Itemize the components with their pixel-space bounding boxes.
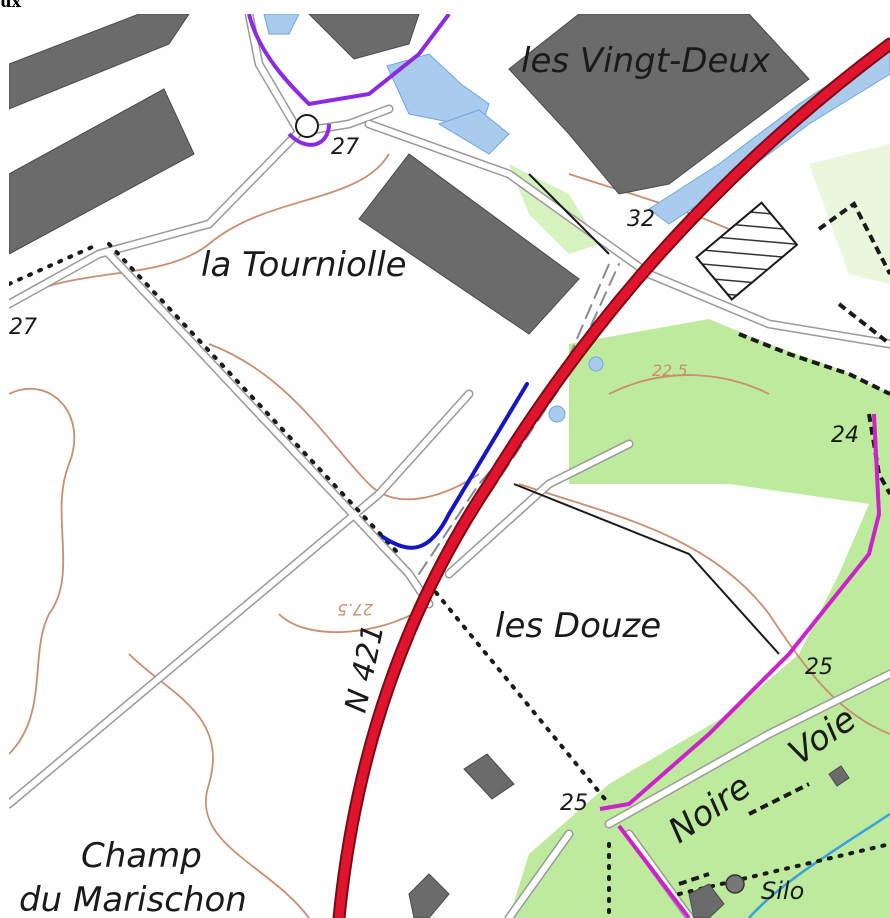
stream xyxy=(748,812,890,918)
water-basin xyxy=(263,14,300,35)
building-outline xyxy=(837,302,890,346)
elevation-label: 25 xyxy=(560,791,588,816)
place-label-marischon: du Marischon xyxy=(19,880,247,918)
contour-line xyxy=(518,483,890,735)
contour-line xyxy=(9,387,76,755)
place-label-douze: les Douze xyxy=(495,606,661,646)
blue-trace xyxy=(381,382,529,550)
cemetery-icon xyxy=(695,201,799,301)
pond xyxy=(548,405,566,423)
contour-label: 27.5 xyxy=(337,600,373,619)
elevation-label: 27 xyxy=(331,135,359,160)
page-title: ux xyxy=(0,0,22,11)
magenta-route xyxy=(599,413,882,811)
contour-label: 22.5 xyxy=(652,361,688,380)
footpath xyxy=(677,842,890,896)
pond xyxy=(588,356,604,372)
building xyxy=(308,14,420,60)
footpath xyxy=(107,242,401,556)
building xyxy=(828,765,850,787)
boundary-line xyxy=(513,483,780,655)
building-outline xyxy=(817,201,890,275)
contour-line xyxy=(128,653,310,918)
elevation-label: 24 xyxy=(831,423,859,448)
elevation-label: 25 xyxy=(805,655,833,680)
boundary-line xyxy=(528,173,610,255)
contour-line xyxy=(608,374,770,395)
place-label-champ: Champ xyxy=(81,836,202,876)
silo-icon xyxy=(725,874,745,894)
roundabout-icon xyxy=(295,114,319,138)
topographic-map[interactable]: les Vingt-Deux la Tourniolle les Douze C… xyxy=(9,14,890,918)
building xyxy=(508,14,810,195)
purple-route xyxy=(247,14,451,107)
forest-area-east xyxy=(509,319,890,918)
building-outline xyxy=(738,332,890,396)
building-outlines xyxy=(678,201,890,886)
place-label-silo: Silo xyxy=(761,877,804,905)
contour-line xyxy=(9,153,390,305)
boundary-lines xyxy=(513,173,780,655)
water-basin xyxy=(437,109,510,155)
building-outline xyxy=(867,413,890,495)
footpaths xyxy=(9,242,890,918)
building xyxy=(408,873,450,918)
national-road-n421 xyxy=(332,37,890,918)
building xyxy=(358,153,580,335)
footpath xyxy=(427,582,611,806)
magenta-route-south xyxy=(617,824,691,918)
elevation-label: 27 xyxy=(9,315,37,340)
place-label-tourniolle: la Tourniolle xyxy=(201,245,407,285)
purple-route-roundabout xyxy=(287,123,331,147)
contour-line xyxy=(208,343,480,501)
building-outline xyxy=(678,872,710,886)
building xyxy=(688,883,725,918)
place-label-vingt-deux: les Vingt-Deux xyxy=(521,41,771,81)
elevation-label: 32 xyxy=(627,207,655,232)
building-outline xyxy=(748,782,810,816)
building xyxy=(463,753,515,800)
buildings xyxy=(9,14,850,918)
building xyxy=(9,14,190,110)
map-canvas[interactable]: les Vingt-Deux la Tourniolle les Douze C… xyxy=(9,14,890,918)
forest-clearing xyxy=(809,144,890,284)
building xyxy=(9,88,195,255)
